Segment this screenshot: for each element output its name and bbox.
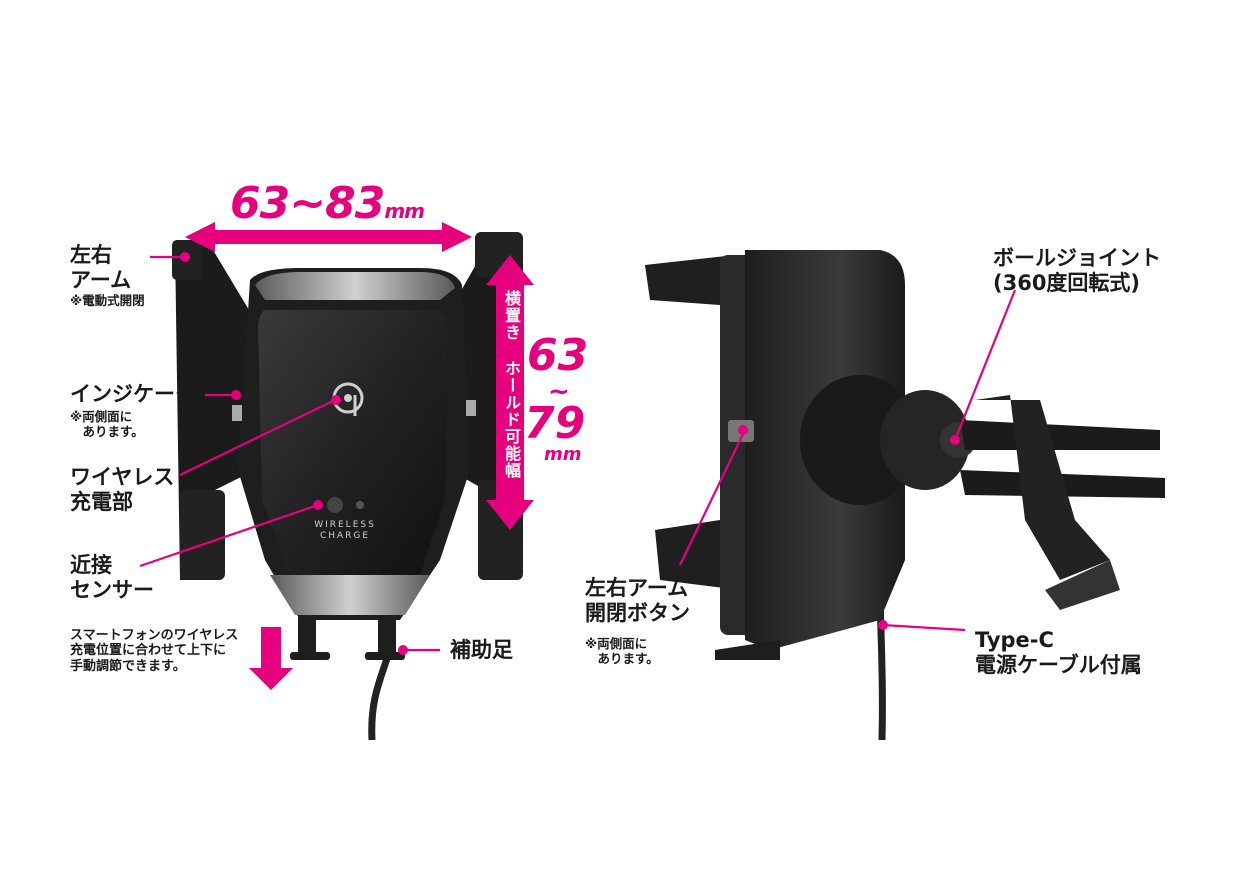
label-foot: 補助足 (450, 638, 513, 662)
note-adjust: スマートフォンのワイヤレス 充電位置に合わせて上下に 手動調節できます。 (70, 628, 239, 674)
callout-dots (180, 252, 960, 655)
note-arms: ※電動式開閉 (70, 293, 145, 308)
note-indicator: ※両側面に あります。 (70, 409, 144, 439)
horizontal-hold-range-top: 63 (527, 330, 589, 381)
label-ball-joint: ボールジョイント (360度回転式) (993, 246, 1161, 295)
height-arrow (486, 255, 534, 530)
horizontal-hold-tilde: ~ (548, 377, 570, 407)
callout-lines (139, 255, 1017, 652)
note-arm-button: ※両側面に あります。 (585, 636, 659, 666)
wireless-charge-logo: WIRELESS CHARGE (314, 520, 376, 541)
horizontal-hold-caption: ホールド可能幅 (502, 360, 521, 479)
label-indicator: インジケータ (70, 382, 196, 406)
vertical-hold-range: 63~83mm (230, 178, 425, 229)
label-arms: 左右 アーム (70, 243, 132, 292)
label-wireless: ワイヤレス 充電部 (70, 465, 175, 514)
horizontal-hold-range-bottom: 79 (524, 398, 586, 449)
horizontal-hold-unit: mm (544, 444, 582, 465)
adjust-arrow (249, 627, 293, 690)
label-sensor: 近接 センサー (70, 553, 154, 602)
side-view-device (645, 250, 1165, 741)
label-arm-button: 左右アーム 開閉ボタン (585, 576, 690, 625)
horizontal-hold-caption-bold: 横置き (502, 290, 521, 341)
vertical-hold-caption: 縦置き ホールド可能幅 (228, 246, 394, 266)
label-cable: Type-C 電源ケーブル付属 (975, 628, 1142, 677)
width-arrow (185, 222, 472, 252)
